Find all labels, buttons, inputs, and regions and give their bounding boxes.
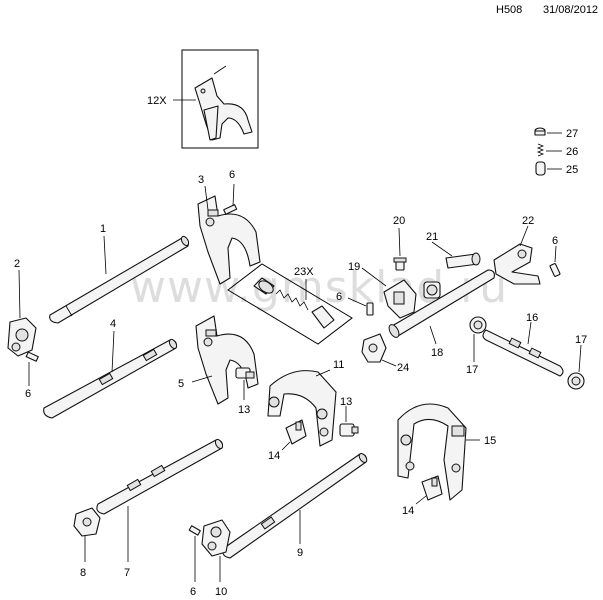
inset-box-23x: [227, 263, 353, 345]
part-13-plug-right[interactable]: [339, 423, 359, 437]
part-4-shift-rail[interactable]: [43, 338, 178, 419]
part-6-pin-left[interactable]: [25, 351, 39, 362]
part-15-gate-bracket[interactable]: [397, 403, 467, 501]
label-15: 15: [484, 435, 496, 447]
label-9: 9: [297, 547, 303, 559]
label-22: 22: [522, 215, 534, 227]
part-20-bolt[interactable]: [393, 257, 407, 271]
part-22-lever[interactable]: [493, 243, 541, 285]
part-26-spring[interactable]: [536, 143, 545, 157]
label-24: 24: [397, 362, 409, 374]
part-16-selector-rail[interactable]: [482, 329, 564, 377]
label-11: 11: [333, 359, 344, 371]
inset-box-12x: [181, 49, 259, 149]
label-1: 1: [100, 223, 106, 235]
part-14-clip-left[interactable]: [285, 419, 307, 445]
label-21: 21: [426, 231, 438, 243]
part-10-block[interactable]: [201, 519, 231, 557]
part-8-block[interactable]: [73, 507, 101, 537]
diagram-date: 31/08/2012: [543, 4, 599, 16]
label-5: 5: [178, 378, 184, 390]
part-17-plug-left[interactable]: [469, 316, 487, 334]
part-3-shift-fork[interactable]: [197, 195, 261, 285]
label-4: 4: [110, 318, 116, 330]
label-17-right: 17: [575, 334, 587, 346]
part-24-block[interactable]: [361, 333, 387, 363]
label-6-mid: 6: [336, 291, 342, 303]
part-25[interactable]: [535, 161, 546, 176]
part-6-pin-top[interactable]: [223, 204, 238, 215]
label-7: 7: [124, 567, 130, 579]
label-17-left: 17: [466, 364, 478, 376]
label-13-left: 13: [238, 404, 250, 416]
part-6-pin-bottom[interactable]: [188, 525, 201, 536]
part-9-shift-rail[interactable]: [222, 452, 368, 559]
part-shift-fork-12x[interactable]: [194, 65, 253, 141]
part-13-plug-left[interactable]: [235, 367, 255, 379]
label-6-left: 6: [25, 388, 31, 400]
label-3: 3: [198, 174, 204, 186]
label-10: 10: [215, 586, 227, 598]
label-2: 2: [14, 258, 20, 270]
part-11-selector-bracket[interactable]: [267, 370, 337, 447]
part-6-pin-mid[interactable]: [366, 302, 374, 316]
part-18-shift-rail[interactable]: [387, 269, 495, 339]
label-23x: 23X: [294, 266, 314, 278]
part-27[interactable]: [534, 127, 546, 136]
label-20: 20: [393, 215, 405, 227]
label-12x: 12X: [147, 95, 167, 107]
part-1-shift-rail[interactable]: [49, 235, 190, 324]
label-6-top: 6: [229, 169, 235, 181]
part-21-roller[interactable]: [423, 252, 481, 299]
label-14-right: 14: [402, 505, 414, 517]
part-2-block[interactable]: [7, 317, 37, 357]
part-17-plug-right[interactable]: [567, 372, 585, 390]
label-6-right: 6: [552, 235, 558, 247]
part-7-shift-rail[interactable]: [96, 438, 224, 515]
part-19-guide[interactable]: [383, 279, 417, 319]
label-25: 25: [566, 164, 578, 176]
label-19: 19: [348, 261, 360, 273]
part-6-pin-right[interactable]: [549, 263, 561, 277]
label-6-bottom: 6: [190, 586, 196, 598]
label-26: 26: [566, 146, 578, 158]
part-23x-detent-assembly[interactable]: [253, 277, 335, 329]
label-8: 8: [80, 567, 86, 579]
label-13-right: 13: [340, 396, 352, 408]
part-14-clip-right[interactable]: [421, 475, 443, 501]
label-27: 27: [566, 128, 578, 140]
part-5-shift-fork[interactable]: [195, 315, 259, 405]
label-14-left: 14: [268, 450, 280, 462]
diagram-code: H508: [496, 4, 523, 16]
label-16: 16: [526, 312, 538, 324]
label-18: 18: [431, 347, 443, 359]
